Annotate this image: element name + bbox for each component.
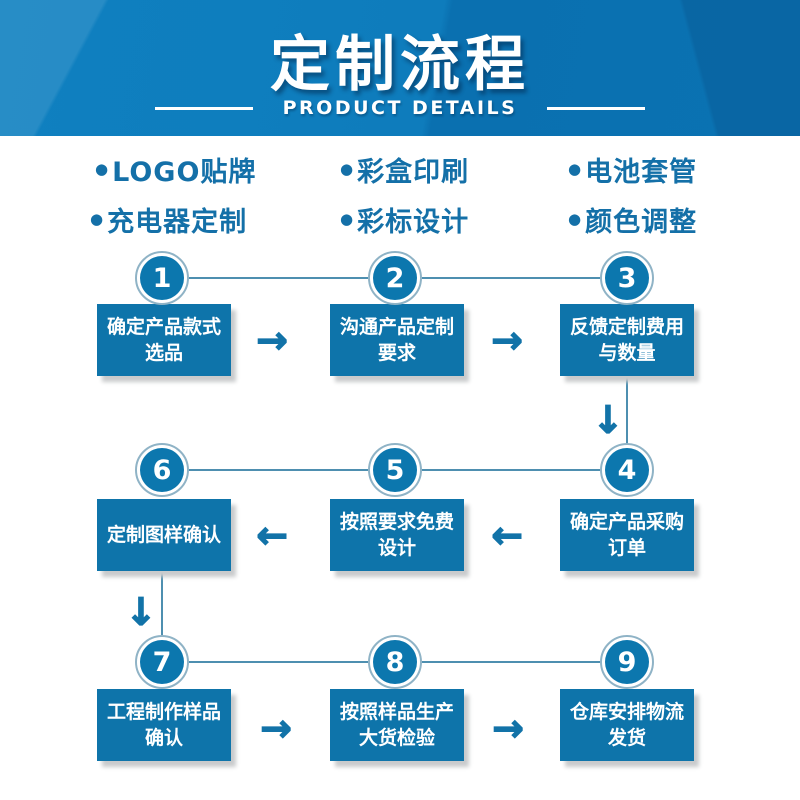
step-circle-1: 1 <box>135 251 189 305</box>
step-text: 确定产品采购 <box>569 511 684 533</box>
step-number: 7 <box>140 640 184 684</box>
feature-label: 电池套管 <box>585 157 698 188</box>
banner: 定制流程 PRODUCT DETAILS <box>0 0 800 136</box>
step-number: 2 <box>373 256 417 300</box>
bullet-icon: ● <box>340 160 355 178</box>
step-box-3: 反馈定制费用 与数量 <box>560 304 694 376</box>
step-number: 4 <box>605 448 649 492</box>
connector-line <box>189 277 368 279</box>
step-text: 仓库安排物流 <box>569 701 684 723</box>
step-number: 9 <box>605 640 649 684</box>
step-box-5: 按照要求免费 设计 <box>330 499 464 571</box>
step-text: 工程制作样品 <box>106 701 221 723</box>
feature-label: 颜色调整 <box>585 207 698 238</box>
step-text: 与数量 <box>598 342 656 364</box>
bullet-icon: ● <box>90 210 105 228</box>
step-circle-8: 8 <box>368 635 422 689</box>
step-circle-2: 2 <box>368 251 422 305</box>
arrow-right-icon: → <box>259 705 292 750</box>
feature-item-colorbox: ● 彩盒印刷 <box>340 150 469 189</box>
step-number: 1 <box>140 256 184 300</box>
bullet-icon: ● <box>568 210 583 228</box>
feature-label: 彩标设计 <box>357 207 470 238</box>
step-box-2: 沟通产品定制 要求 <box>330 304 464 376</box>
arrow-right-icon: → <box>490 317 523 362</box>
feature-item-charger: ● 充电器定制 <box>90 200 247 239</box>
feature-item-logo: ● LOGO贴牌 <box>95 150 256 189</box>
step-text: 按照要求免费 <box>339 511 454 533</box>
arrow-right-icon: → <box>255 317 288 362</box>
bullet-icon: ● <box>340 210 355 228</box>
connector-line <box>189 661 368 663</box>
step-text: 设计 <box>377 537 416 559</box>
step-box-1: 确定产品款式 选品 <box>97 304 231 376</box>
feature-item-color-adjust: ● 颜色调整 <box>568 200 697 239</box>
step-box-8: 按照样品生产 大货检验 <box>330 689 464 761</box>
left-rule <box>154 106 253 110</box>
arrow-down-icon: ↓ <box>124 589 157 634</box>
step-circle-3: 3 <box>600 251 654 305</box>
step-box-7: 工程制作样品 确认 <box>97 689 231 761</box>
connector-line <box>422 661 600 663</box>
feature-item-battery: ● 电池套管 <box>568 150 697 189</box>
step-number: 5 <box>373 448 417 492</box>
step-box-4: 确定产品采购 订单 <box>560 499 694 571</box>
arrow-left-icon: ← <box>255 512 288 557</box>
step-text: 沟通产品定制 <box>339 316 454 338</box>
feature-label: 彩盒印刷 <box>357 157 470 188</box>
step-text: 确定产品款式 <box>106 316 221 338</box>
step-number: 8 <box>373 640 417 684</box>
connector-line <box>422 277 600 279</box>
arrow-left-icon: ← <box>490 512 523 557</box>
step-text: 发货 <box>607 727 646 749</box>
step-text: 要求 <box>377 342 416 364</box>
step-text: 定制图样确认 <box>106 524 221 546</box>
right-rule <box>547 106 646 110</box>
bullet-icon: ● <box>568 160 583 178</box>
feature-label: LOGO贴牌 <box>112 157 257 188</box>
feature-item-label-design: ● 彩标设计 <box>340 200 469 239</box>
step-text: 确认 <box>144 727 183 749</box>
arrow-right-icon: → <box>491 705 524 750</box>
step-circle-5: 5 <box>368 443 422 497</box>
step-circle-7: 7 <box>135 635 189 689</box>
connector-line-step6-to-7 <box>161 571 163 635</box>
step-text: 按照样品生产 <box>339 701 454 723</box>
step-text: 大货检验 <box>358 727 435 749</box>
step-text: 选品 <box>144 342 183 364</box>
step-number: 6 <box>140 448 184 492</box>
bullet-icon: ● <box>95 160 110 178</box>
feature-label: 充电器定制 <box>107 207 248 238</box>
connector-line-step3-to-4 <box>626 376 628 444</box>
connector-line <box>422 469 600 471</box>
step-text: 订单 <box>607 537 646 559</box>
connector-line <box>189 469 368 471</box>
step-number: 3 <box>605 256 649 300</box>
step-box-9: 仓库安排物流 发货 <box>560 689 694 761</box>
step-text: 反馈定制费用 <box>569 316 684 338</box>
step-circle-6: 6 <box>135 443 189 497</box>
step-circle-4: 4 <box>600 443 654 497</box>
banner-subtitle-row: PRODUCT DETAILS <box>0 97 800 119</box>
step-box-6: 定制图样确认 <box>97 499 231 571</box>
banner-title: 定制流程 <box>270 30 530 100</box>
banner-subtitle: PRODUCT DETAILS <box>282 97 518 119</box>
arrow-down-icon: ↓ <box>591 397 624 442</box>
step-circle-9: 9 <box>600 635 654 689</box>
